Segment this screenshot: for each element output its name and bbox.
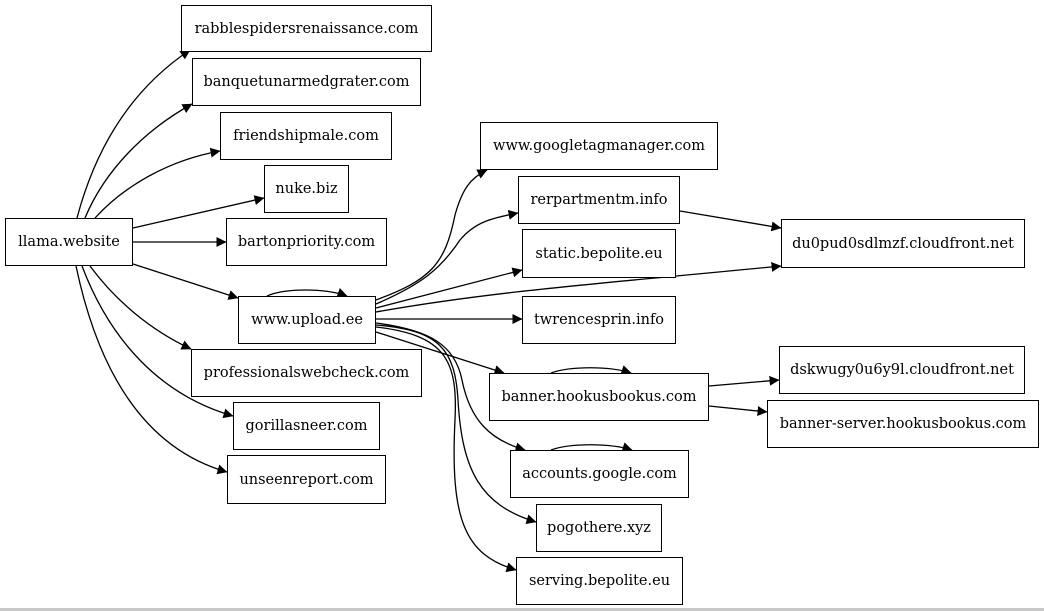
edge-upload-self [266,288,348,298]
node-serving-bepolite[interactable]: serving.bepolite.eu [516,557,683,605]
edge-llama-unseenreport [75,265,228,475]
edge-banner-hookus-dskwugy [708,375,780,387]
node-googletagmanager[interactable]: www.googletagmanager.com [480,122,718,170]
edge-llama-banquetunarmed [84,103,193,219]
edge-upload-accounts-google [375,322,526,453]
node-friendshipmale[interactable]: friendshipmale.com [220,112,392,160]
node-rerpartmentm[interactable]: rerpartmentm.info [518,176,680,224]
node-rabblespidersrenaissance[interactable]: rabblespidersrenaissance.com [181,5,432,52]
edge-llama-friendshipmale [94,147,221,219]
node-nuke-biz[interactable]: nuke.biz [264,165,349,213]
edge-banner-hookus-self [550,365,632,375]
edge-upload-banner-hookus [375,331,505,375]
edge-upload-static-bepolite [375,267,523,309]
node-twrencesprin[interactable]: twrencesprin.info [522,296,676,344]
node-gorillasneer[interactable]: gorillasneer.com [233,402,380,450]
edge-upload-rerpartmentm [375,209,519,305]
node-static-bepolite[interactable]: static.bepolite.eu [522,229,676,278]
node-bartonpriority[interactable]: bartonpriority.com [226,218,387,266]
node-banner-hookusbookus[interactable]: banner.hookusbookus.com [489,373,709,421]
edge-llama-professionalswebcheck [89,265,192,350]
edge-rerpartmentm-du0pud [679,210,782,232]
node-upload-ee[interactable]: www.upload.ee [238,296,376,344]
edge-banner-hookus-banner-server [708,405,768,416]
edge-llama-upload [132,263,239,300]
node-professionalswebcheck[interactable]: professionalswebcheck.com [191,349,422,397]
node-accounts-google[interactable]: accounts.google.com [510,450,689,498]
bottom-divider [0,608,1044,611]
edge-upload-googletagmanager [375,169,488,301]
node-unseenreport[interactable]: unseenreport.com [227,455,386,504]
node-dskwugy0u6y9l[interactable]: dskwugy0u6y9l.cloudfront.net [779,346,1025,394]
edge-upload-pogothere [375,324,537,525]
node-banner-server-hookusbookus[interactable]: banner-server.hookusbookus.com [767,400,1039,448]
edge-accounts-google-self [550,442,633,452]
node-pogothere[interactable]: pogothere.xyz [536,504,662,552]
edge-llama-gorillasneer [81,265,234,419]
node-banquetunarmedgrater[interactable]: banquetunarmedgrater.com [192,58,421,106]
node-du0pud0sdlmzf[interactable]: du0pud0sdlmzf.cloudfront.net [781,219,1025,268]
edge-upload-serving-bepolite [375,326,517,573]
edge-llama-rabblespiders [76,49,191,219]
node-llama-website[interactable]: llama.website [5,218,133,266]
edge-llama-nuke [132,195,265,229]
edge-upload-du0pud [375,261,782,313]
